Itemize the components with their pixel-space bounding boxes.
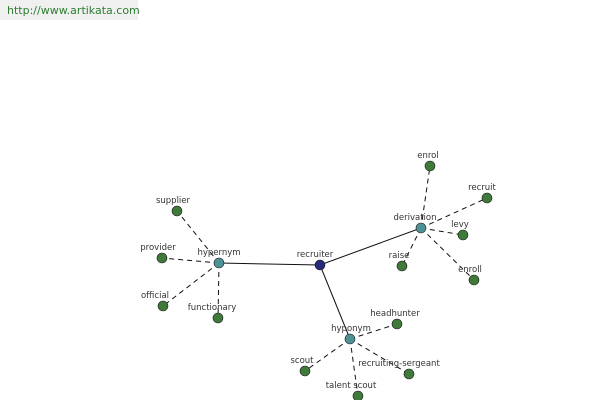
relation-node-hyponym bbox=[344, 333, 356, 345]
word-node-recruit bbox=[481, 192, 493, 204]
word-label-functionary: functionary bbox=[188, 303, 236, 313]
edge-official bbox=[162, 262, 220, 307]
center-label: recruiter bbox=[297, 250, 334, 260]
word-label-headhunter: headhunter bbox=[370, 309, 420, 319]
edge-functionary bbox=[217, 262, 220, 319]
site-url-link[interactable]: http://www.artikata.com bbox=[7, 4, 140, 17]
edge-hypernym bbox=[218, 262, 321, 266]
relation-node-derivation bbox=[415, 222, 427, 234]
word-node-provider bbox=[156, 252, 168, 264]
labels-layer: recruiter hypernym supplier provider officia… bbox=[140, 151, 496, 391]
relation-label-hyponym: hyponym bbox=[331, 324, 371, 334]
word-label-official: official bbox=[141, 291, 169, 301]
edges-layer bbox=[161, 165, 488, 397]
edge-enroll bbox=[420, 227, 475, 281]
edge-levy bbox=[420, 227, 464, 236]
edge-derivation bbox=[319, 227, 422, 266]
word-label-raise: raise bbox=[389, 251, 410, 261]
word-label-levy: levy bbox=[451, 220, 469, 230]
edge-recruit bbox=[420, 197, 488, 229]
edge-talent-scout bbox=[349, 338, 359, 397]
edge-scout bbox=[304, 338, 351, 372]
edge-provider bbox=[161, 257, 220, 264]
edge-hyponym bbox=[319, 264, 351, 340]
relation-label-hypernym: hypernym bbox=[197, 248, 240, 258]
word-label-recruiting-sergeant: recruiting-sergeant bbox=[358, 359, 440, 369]
edge-enrol bbox=[420, 165, 431, 229]
edge-supplier bbox=[176, 210, 220, 264]
word-node-scout bbox=[299, 365, 311, 377]
word-label-enrol: enrol bbox=[417, 151, 439, 161]
word-label-provider: provider bbox=[140, 243, 176, 253]
url-bar: http://www.artikata.com bbox=[0, 0, 140, 20]
word-label-supplier: supplier bbox=[156, 196, 191, 206]
word-label-scout: scout bbox=[290, 356, 314, 366]
relation-label-derivation: derivation bbox=[393, 213, 436, 223]
relation-node-hypernym bbox=[213, 257, 225, 269]
word-label-enroll: enroll bbox=[458, 265, 482, 275]
word-node-enrol bbox=[424, 160, 436, 172]
word-node-recruiting-sergeant bbox=[403, 368, 415, 380]
word-node-levy bbox=[457, 229, 469, 241]
edge-raise bbox=[401, 227, 422, 267]
word-node-official bbox=[157, 300, 169, 312]
word-node-supplier bbox=[171, 205, 183, 217]
center-node bbox=[314, 259, 326, 271]
word-node-headhunter bbox=[391, 318, 403, 330]
word-label-talent-scout: talent scout bbox=[326, 381, 377, 391]
word-node-talent-scout bbox=[352, 390, 364, 400]
word-label-recruit: recruit bbox=[468, 183, 496, 193]
nodes-layer bbox=[156, 160, 493, 400]
edge-recruiting-sergeant bbox=[349, 338, 410, 375]
word-node-raise bbox=[396, 260, 408, 272]
word-node-functionary bbox=[212, 312, 224, 324]
word-node-enroll bbox=[468, 274, 480, 286]
